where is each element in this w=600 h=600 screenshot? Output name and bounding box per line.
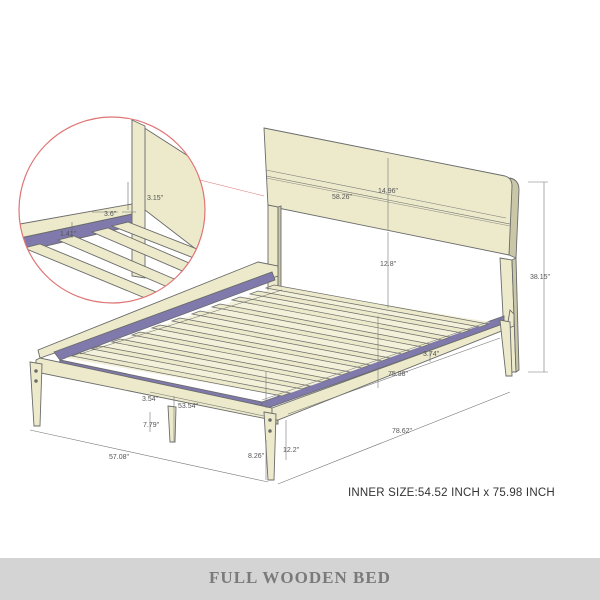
detail-slat-thickness-label: 1.41" [60,231,77,238]
outer-length-label: 78.62" [392,428,413,435]
slat [150,324,372,369]
front-rail-height-label: 3.54" [142,396,159,403]
detail-circle-outline [18,116,206,304]
slat [70,352,292,397]
rail-height-label: 3.74" [423,351,440,358]
headboard-height-label: 14.96" [378,188,399,195]
slat [248,290,472,334]
slat [264,284,490,328]
inner-length-label: 75.98" [388,371,409,378]
back-right-leg [499,319,513,377]
detail-callout: 3.6" 3.15" 1.41" [18,116,206,304]
footer-bar [0,558,600,600]
leg-to-board-label: 12.8" [380,261,397,268]
slat [230,296,452,341]
detail-slat [110,221,205,263]
inner-width-label: 53.54" [178,403,199,410]
detail-slat [22,243,192,303]
outer-width-label: 57.08" [109,454,130,461]
slat [130,331,352,376]
detail-slat [90,227,205,277]
inner-size-caption: INNER SIZE:54.52 INCH x 75.98 INCH [348,487,555,499]
front-right-leg [263,411,277,481]
detail-slat-gap-label: 3.6" [104,211,117,218]
detail-leader [199,179,265,197]
headboard-posts [267,204,520,373]
leg-height-label: 8.26" [248,453,265,460]
headboard-width-label: 58.26" [332,194,353,201]
dimension-lines [29,158,548,485]
front-left-leg [29,361,43,427]
inner-rail-left [53,271,276,361]
slat [210,303,432,348]
center-support [79,289,283,355]
frame-height-label: 12.2" [283,447,300,454]
total-height-label: 38.15" [530,274,551,281]
slats [66,284,490,401]
under-bed-label: 7.79" [143,422,160,429]
slat [190,310,412,355]
slat [170,317,392,362]
slat [90,345,312,390]
dimension-text: 58.26" 14.96" 12.8" 38.15" 3.74" 75.98" … [109,188,551,461]
detail-post-height-label: 3.15" [147,195,164,202]
footer-title: FULL WOODEN BED [209,568,391,587]
back-left-leg [167,405,177,443]
slat [110,338,332,383]
